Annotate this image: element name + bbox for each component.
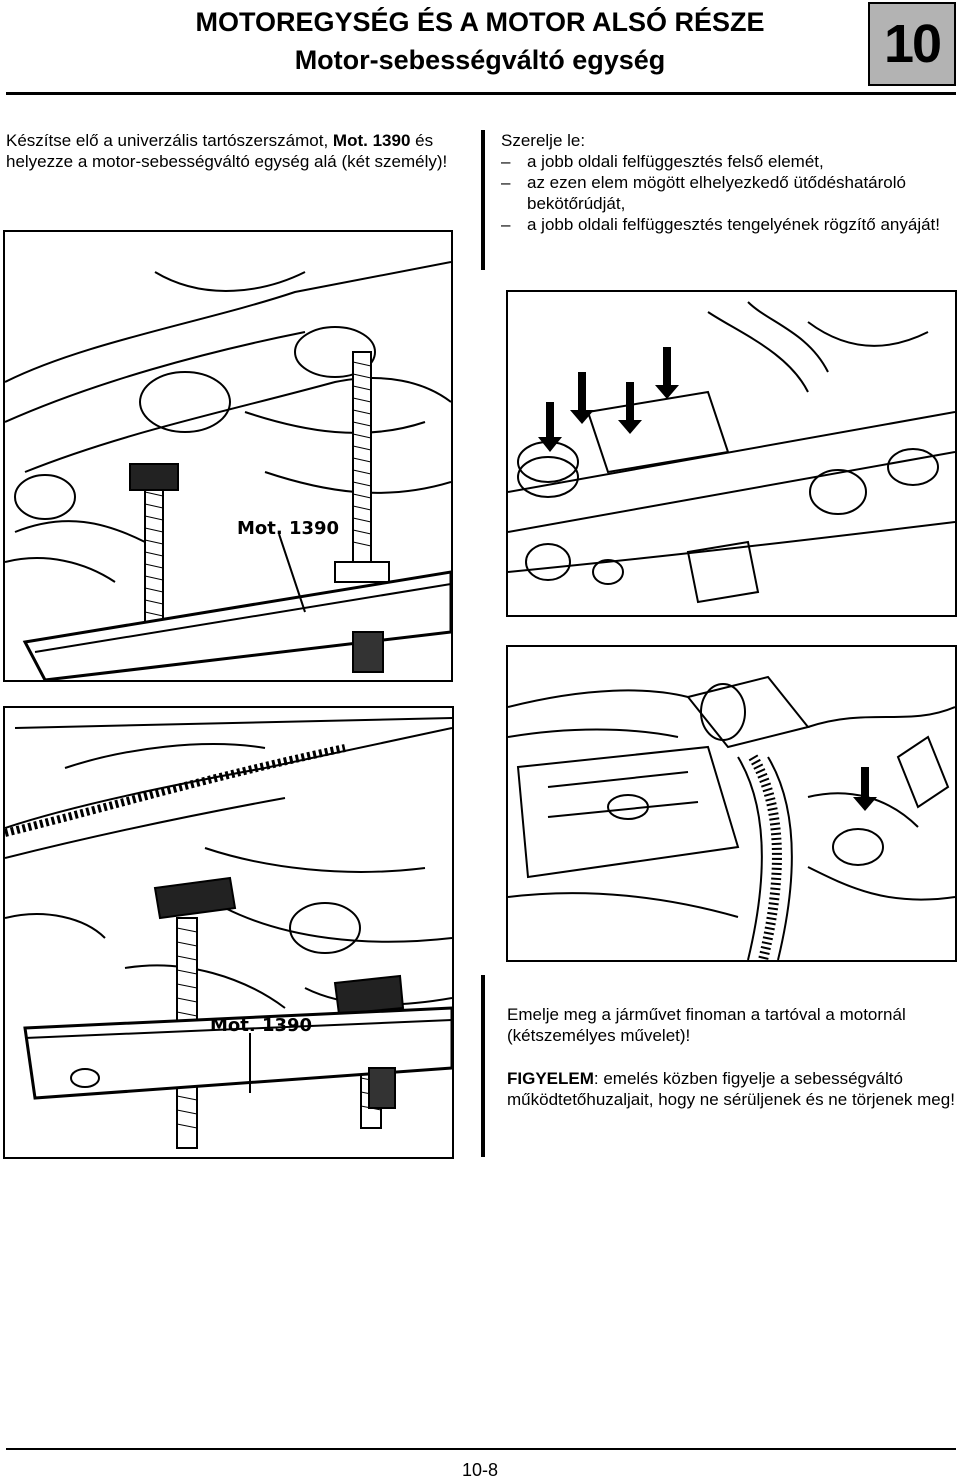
support-tool-bottom-illustration: Mot. 1390 bbox=[5, 717, 452, 1149]
left-intro-text: Készítse elő a univerzális tartószerszám… bbox=[6, 130, 466, 172]
chapter-number-box: 10 bbox=[868, 2, 956, 86]
page-subtitle: Motor-sebességváltó egység bbox=[294, 45, 666, 75]
lift-instruction: Emelje meg a járművet finoman a tartóval… bbox=[507, 1005, 906, 1045]
footer-divider bbox=[6, 1448, 956, 1450]
tool-label-mot-1390: Mot. 1390 bbox=[237, 518, 339, 539]
removal-item: a jobb oldali felfüggesztés tengelyének … bbox=[501, 214, 951, 235]
header-divider bbox=[6, 92, 956, 95]
left-intro-pre: Készítse elő a univerzális tartószerszám… bbox=[6, 131, 333, 150]
support-tool-illustration: Mot. 1390 bbox=[5, 261, 451, 680]
figure-engine-bay bbox=[506, 645, 957, 962]
page-title: MOTOREGYSÉG ÉS A MOTOR ALSÓ RÉSZE bbox=[195, 7, 765, 37]
removal-item: a jobb oldali felfüggesztés felső elemét… bbox=[501, 151, 951, 172]
tool-label-mot-1390-bottom: Mot. 1390 bbox=[210, 1015, 312, 1036]
tool-reference: Mot. 1390 bbox=[332, 131, 411, 150]
engine-bay-illustration bbox=[508, 675, 955, 960]
removal-item: az ezen elem mögött elhelyezkedő ütődésh… bbox=[501, 172, 951, 214]
column-divider-top bbox=[481, 130, 485, 270]
warning-text: : emelés közben figyelje a sebességváltó… bbox=[507, 1069, 955, 1109]
figure-support-tool-top: Mot. 1390 bbox=[3, 230, 453, 682]
figure-support-tool-bottom: Mot. 1390 bbox=[3, 706, 454, 1159]
figure-right-suspension bbox=[506, 290, 957, 617]
removal-list: a jobb oldali felfüggesztés felső elemét… bbox=[501, 151, 951, 235]
left-intro-post: és helyezze a motor-sebességváltó egység… bbox=[6, 131, 448, 171]
removal-heading: Szerelje le: bbox=[501, 131, 586, 150]
page-number: 10-8 bbox=[461, 1460, 499, 1480]
column-divider-bottom bbox=[481, 975, 485, 1157]
warning-label: FIGYELEM bbox=[507, 1069, 594, 1088]
right-intro-text: Szerelje le: a jobb oldali felfüggesztés… bbox=[501, 130, 951, 235]
warning-note: FIGYELEM: emelés közben figyelje a sebes… bbox=[507, 1068, 955, 1110]
right-suspension-illustration bbox=[508, 301, 955, 604]
